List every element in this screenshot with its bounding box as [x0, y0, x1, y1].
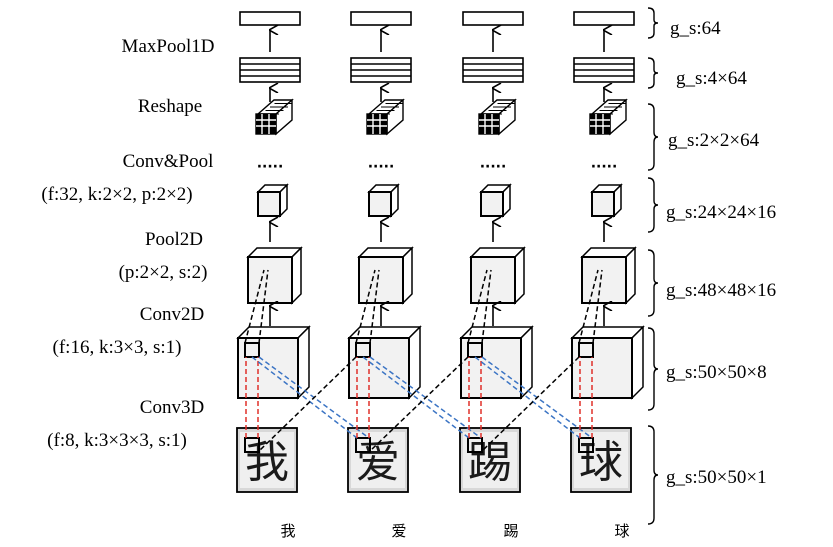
brace-s4x64 — [647, 57, 659, 89]
blue-dash-a — [251, 356, 358, 439]
cube-small — [256, 183, 289, 218]
label-conv3d-title: Conv3D — [140, 397, 204, 418]
black-dash-left — [578, 269, 599, 344]
brace-s48 — [647, 249, 659, 317]
black-cross-dash — [257, 356, 357, 453]
label-size-2x2x64: g_s:2×2×64 — [668, 130, 760, 151]
columns: ····· 我 ····· 爱 ····· 踢 ····· 球 — [236, 11, 645, 493]
ellipsis: ····· — [480, 159, 507, 175]
ellipsis: ····· — [257, 159, 284, 175]
input-image: 踢 — [459, 427, 521, 493]
cube-medium — [357, 246, 414, 305]
grid-tensor — [366, 98, 405, 136]
black-dash-right — [369, 269, 380, 344]
brace-s2x2x64 — [647, 103, 659, 171]
input-image: 爱 — [347, 427, 409, 493]
label-size-64: g_s:64 — [670, 18, 721, 39]
grid-tensor — [589, 98, 628, 136]
black-dash-right — [258, 269, 269, 344]
black-cross-dash — [368, 356, 469, 453]
input-glyph: 踢 — [468, 437, 512, 488]
label-conv3d-params: (f:8, k:3×3×3, s:1) — [47, 430, 187, 451]
label-conv2d-params: (f:16, k:3×3, s:1) — [53, 337, 182, 358]
label-pool2d-title: Pool2D — [145, 229, 203, 250]
cube-medium — [580, 246, 637, 305]
caption-char-1: 我 — [280, 522, 295, 540]
input-image: 我 — [236, 427, 298, 493]
stacked-feature-rows — [573, 57, 635, 83]
column-1: ····· 我 — [236, 11, 311, 493]
black-dash-left — [355, 269, 376, 344]
black-dash-right — [481, 269, 492, 344]
blue-dash-a — [474, 356, 581, 439]
label-size-50x50x8: g_s:50×50×8 — [666, 362, 767, 383]
label-conv-pool-params: (f:32, k:2×2, p:2×2) — [41, 184, 192, 205]
column-3: ····· 踢 — [459, 11, 534, 493]
cube-large — [236, 325, 311, 400]
character-captions: 我爱踢球 — [280, 522, 629, 540]
cube-small — [479, 183, 512, 218]
label-size-24x24x16: g_s:24×24×16 — [666, 202, 776, 223]
brace-s50x1 — [647, 425, 659, 525]
cube-large — [570, 325, 645, 400]
black-dash-right — [592, 269, 603, 344]
label-size-4x64: g_s:4×64 — [676, 68, 747, 89]
column-4: ····· 球 — [570, 11, 645, 493]
input-kernel-window — [578, 437, 594, 453]
input-image: 球 — [570, 427, 632, 493]
label-pool2d-params: (p:2×2, s:2) — [119, 262, 208, 283]
input-kernel-window — [467, 437, 483, 453]
input-glyph: 球 — [579, 437, 623, 488]
input-glyph: 我 — [245, 437, 289, 488]
label-size-50x50x1: g_s:50×50×1 — [666, 467, 767, 488]
black-dash-left — [467, 269, 488, 344]
input-kernel-window — [355, 437, 371, 453]
grid-tensor — [478, 98, 517, 136]
label-conv-pool-title: Conv&Pool — [123, 151, 214, 172]
cube-medium — [246, 246, 303, 305]
cube-large — [459, 325, 534, 400]
input-glyph: 爱 — [356, 437, 400, 488]
black-cross-dash — [480, 356, 580, 453]
brace-s50x8 — [647, 327, 659, 411]
brace-s24 — [647, 177, 659, 233]
cube-small — [367, 183, 400, 218]
ellipsis: ····· — [591, 159, 618, 175]
label-maxpool1d: MaxPool1D — [122, 36, 215, 57]
label-size-48x48x16: g_s:48×48×16 — [666, 280, 776, 301]
blue-dash-a — [362, 356, 470, 439]
output-vector — [462, 11, 524, 26]
brace-s64 — [647, 7, 659, 39]
cube-medium — [469, 246, 526, 305]
ellipsis: ····· — [368, 159, 395, 175]
cube-large — [347, 325, 422, 400]
label-conv2d-title: Conv2D — [140, 304, 204, 325]
dashed-connections — [244, 269, 603, 453]
right-braces — [647, 7, 659, 525]
input-kernel-window — [244, 437, 260, 453]
black-dash-left — [244, 269, 265, 344]
cube-small — [590, 183, 623, 218]
caption-char-4: 球 — [614, 522, 629, 540]
output-vector — [239, 11, 301, 26]
caption-char-2: 爱 — [391, 522, 406, 540]
label-reshape: Reshape — [138, 96, 202, 117]
stacked-feature-rows — [462, 57, 524, 83]
output-vector — [573, 11, 635, 26]
caption-char-3: 踢 — [503, 522, 518, 540]
stacked-feature-rows — [239, 57, 301, 83]
stacked-feature-rows — [350, 57, 412, 83]
kernel-window — [578, 342, 594, 358]
column-2: ····· 爱 — [347, 11, 422, 493]
grid-tensor — [255, 98, 294, 136]
output-vector — [350, 11, 412, 26]
